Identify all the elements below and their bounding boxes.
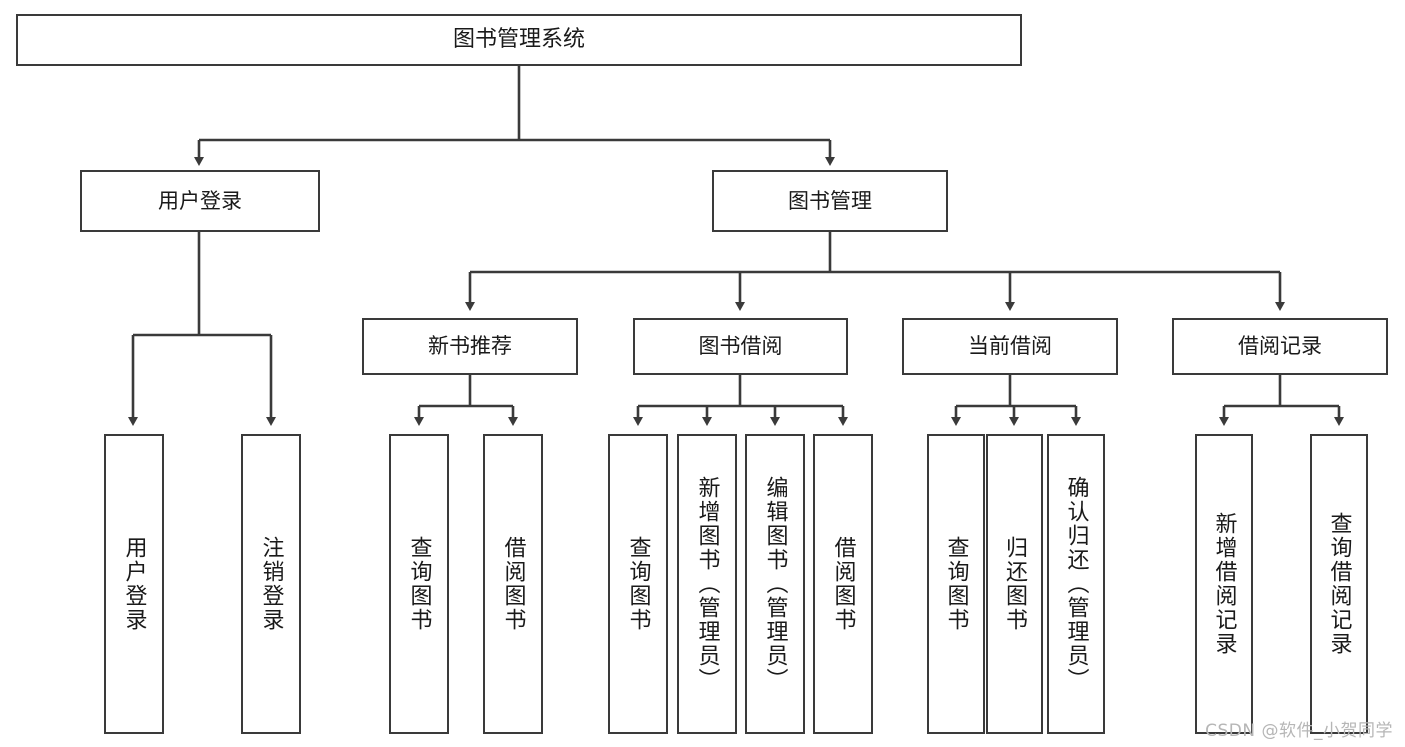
- node-label: 借阅记录: [1238, 334, 1322, 359]
- node-label: 用户登录: [121, 536, 147, 632]
- node-leaf-logout-login[interactable]: 注销登录: [241, 434, 301, 734]
- node-borrow-record[interactable]: 借阅记录: [1172, 318, 1388, 375]
- node-user-login[interactable]: 用户登录: [80, 170, 320, 232]
- node-leaf-return-book[interactable]: 归还图书: [986, 434, 1043, 734]
- node-label: 借阅图书: [830, 536, 856, 632]
- node-leaf-query-book-current[interactable]: 查询图书: [927, 434, 985, 734]
- node-label: 注销登录: [258, 536, 284, 632]
- node-leaf-borrow-book-borrow[interactable]: 借阅图书: [813, 434, 873, 734]
- node-new-book-recommend[interactable]: 新书推荐: [362, 318, 578, 375]
- node-label: 新书推荐: [428, 334, 512, 359]
- node-label: 查询图书: [943, 536, 969, 632]
- node-label: 编辑图书（管理员）: [762, 476, 788, 692]
- node-leaf-query-book-new-recommend[interactable]: 查询图书: [389, 434, 449, 734]
- node-current-borrow[interactable]: 当前借阅: [902, 318, 1118, 375]
- node-leaf-add-borrow-record[interactable]: 新增借阅记录: [1195, 434, 1253, 734]
- node-label: 当前借阅: [968, 334, 1052, 359]
- node-label: 用户登录: [158, 188, 242, 213]
- node-label: 借阅图书: [500, 536, 526, 632]
- node-leaf-confirm-return-admin[interactable]: 确认归还（管理员）: [1047, 434, 1105, 734]
- node-leaf-add-book-admin[interactable]: 新增图书（管理员）: [677, 434, 737, 734]
- node-label: 查询图书: [625, 536, 651, 632]
- node-leaf-query-borrow-record[interactable]: 查询借阅记录: [1310, 434, 1368, 734]
- node-label: 图书管理: [788, 188, 872, 213]
- node-leaf-user-login[interactable]: 用户登录: [104, 434, 164, 734]
- node-leaf-query-book-borrow[interactable]: 查询图书: [608, 434, 668, 734]
- node-label: 图书管理系统: [452, 27, 585, 53]
- node-leaf-borrow-book-new-recommend[interactable]: 借阅图书: [483, 434, 543, 734]
- node-label: 新增图书（管理员）: [694, 476, 720, 692]
- node-label: 确认归还（管理员）: [1063, 476, 1089, 692]
- node-label: 新增借阅记录: [1211, 512, 1237, 656]
- watermark: CSDN @软件_小贺同学: [1205, 721, 1393, 741]
- node-label: 归还图书: [1002, 536, 1028, 632]
- node-book-borrow[interactable]: 图书借阅: [633, 318, 848, 375]
- node-leaf-edit-book-admin[interactable]: 编辑图书（管理员）: [745, 434, 805, 734]
- node-book-management[interactable]: 图书管理: [712, 170, 948, 232]
- node-label: 查询图书: [406, 536, 432, 632]
- node-label: 图书借阅: [698, 334, 783, 359]
- node-root-book-management-system[interactable]: 图书管理系统: [16, 14, 1022, 66]
- node-label: 查询借阅记录: [1326, 512, 1352, 656]
